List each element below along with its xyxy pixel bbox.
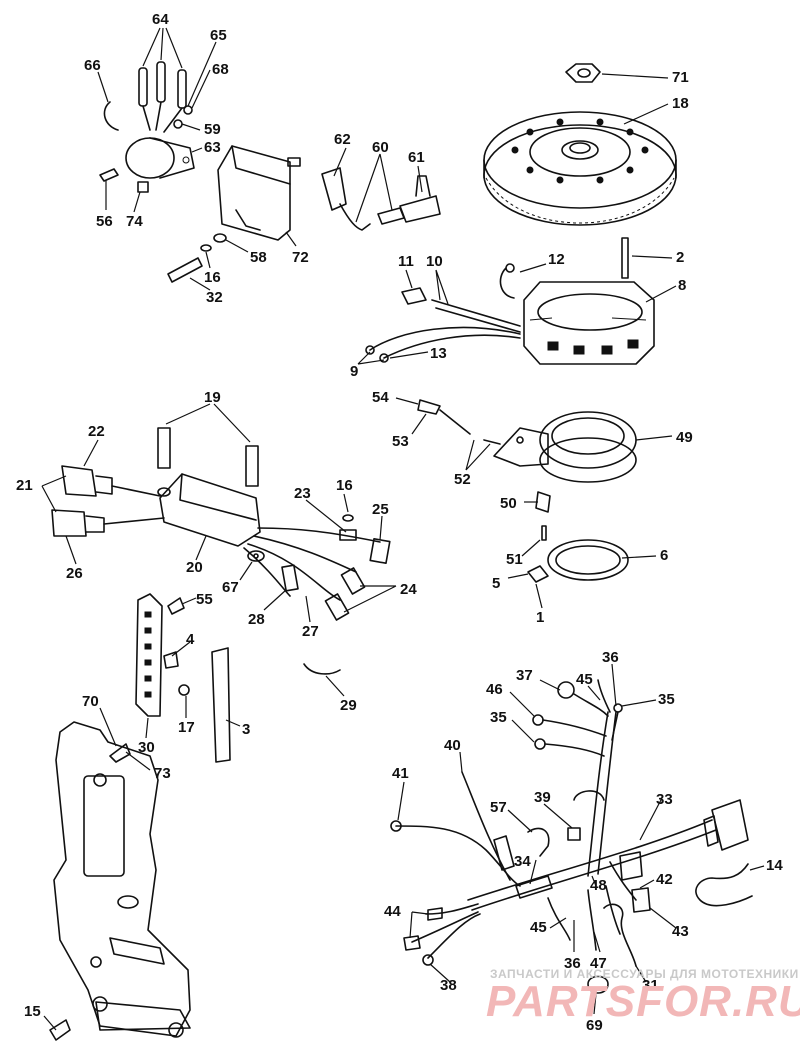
callout: 60 [372,139,389,156]
callout: 62 [334,131,351,148]
callout: 68 [212,61,229,78]
callout: 38 [440,977,457,994]
callout: 5 [492,575,500,592]
callout: 72 [292,249,309,266]
leader-lines [41,27,765,1031]
main-wire-harness [390,679,753,994]
terminal-strip [135,593,231,763]
mounting-bracket [49,721,191,1041]
callout: 61 [408,149,425,166]
callout: 73 [154,765,171,782]
callout: 51 [506,551,523,568]
callout: 69 [586,1017,603,1034]
callout: 64 [152,11,169,28]
timer-base-assembly [417,399,637,583]
callout: 43 [672,923,689,940]
callout: 31 [642,977,659,994]
watermark: ЗАПЧАСТИ И АКСЕССУАРЫ ДЛЯ МОТОТЕХНИКИ PA… [486,967,800,1026]
callout: 36 [564,955,581,972]
callout: 45 [530,919,547,936]
spark-plug-boots [321,167,441,231]
callout: 37 [516,667,533,684]
watermark-brand: PARTSFOR.RU [486,977,800,1026]
callout: 47 [590,955,607,972]
callout-labels: 64 65 66 68 59 63 56 74 72 58 16 32 62 6… [16,11,783,1034]
callout: 20 [186,559,203,576]
callout: 1 [536,609,544,626]
callout: 14 [766,857,783,874]
callout: 23 [294,485,311,502]
callout: 34 [514,853,531,870]
stator-assembly [365,263,655,365]
callout: 21 [16,477,33,494]
callout: 16 [336,477,353,494]
callout: 53 [392,433,409,450]
callout: 17 [178,719,195,736]
watermark-tagline: ЗАПЧАСТИ И АКСЕССУАРЫ ДЛЯ МОТОТЕХНИКИ [490,967,799,981]
callout: 4 [186,631,195,648]
callout: 58 [250,249,267,266]
callout: 66 [84,57,101,74]
callout: 57 [490,799,507,816]
callout: 11 [398,253,414,270]
callout: 70 [82,693,99,710]
callout: 49 [676,429,693,446]
callout: 52 [454,471,471,488]
callout: 27 [302,623,319,640]
callout: 71 [672,69,689,86]
callout: 16 [204,269,221,286]
power-pack-assembly [51,427,391,621]
callout: 59 [204,121,221,138]
callout: 29 [340,697,357,714]
flywheel-assembly [483,63,677,279]
callout: 45 [576,671,593,688]
callout: 32 [206,289,223,306]
callout: 40 [444,737,461,754]
callout: 56 [96,213,113,230]
callout: 46 [486,681,503,698]
callout: 35 [490,709,507,726]
callout: 26 [66,565,83,582]
callout: 8 [678,277,686,294]
callout: 54 [372,389,389,406]
callout: 12 [548,251,565,268]
callout: 33 [656,791,673,808]
callout: 25 [372,501,389,518]
callout: 28 [248,611,265,628]
callout: 24 [400,581,417,598]
callout: 6 [660,547,668,564]
wire-clip [303,663,341,675]
ignition-coil-assembly [99,61,301,283]
callout: 30 [138,739,155,756]
callout: 55 [196,591,213,608]
callout: 44 [384,903,401,920]
callout: 63 [204,139,221,156]
callout: 10 [426,253,443,270]
callout: 74 [126,213,143,230]
callout: 41 [392,765,409,782]
callout: 18 [672,95,689,112]
callout: 3 [242,721,250,738]
callout: 36 [602,649,619,666]
callout: 65 [210,27,227,44]
callout: 67 [222,579,239,596]
callout: 2 [676,249,684,266]
callout: 50 [500,495,517,512]
callout: 42 [656,871,673,888]
callout: 19 [204,389,221,406]
callout: 15 [24,1003,41,1020]
callout: 48 [590,877,607,894]
callout: 22 [88,423,105,440]
callout: 9 [350,363,358,380]
callout: 35 [658,691,675,708]
callout: 39 [534,789,551,806]
callout: 13 [430,345,447,362]
